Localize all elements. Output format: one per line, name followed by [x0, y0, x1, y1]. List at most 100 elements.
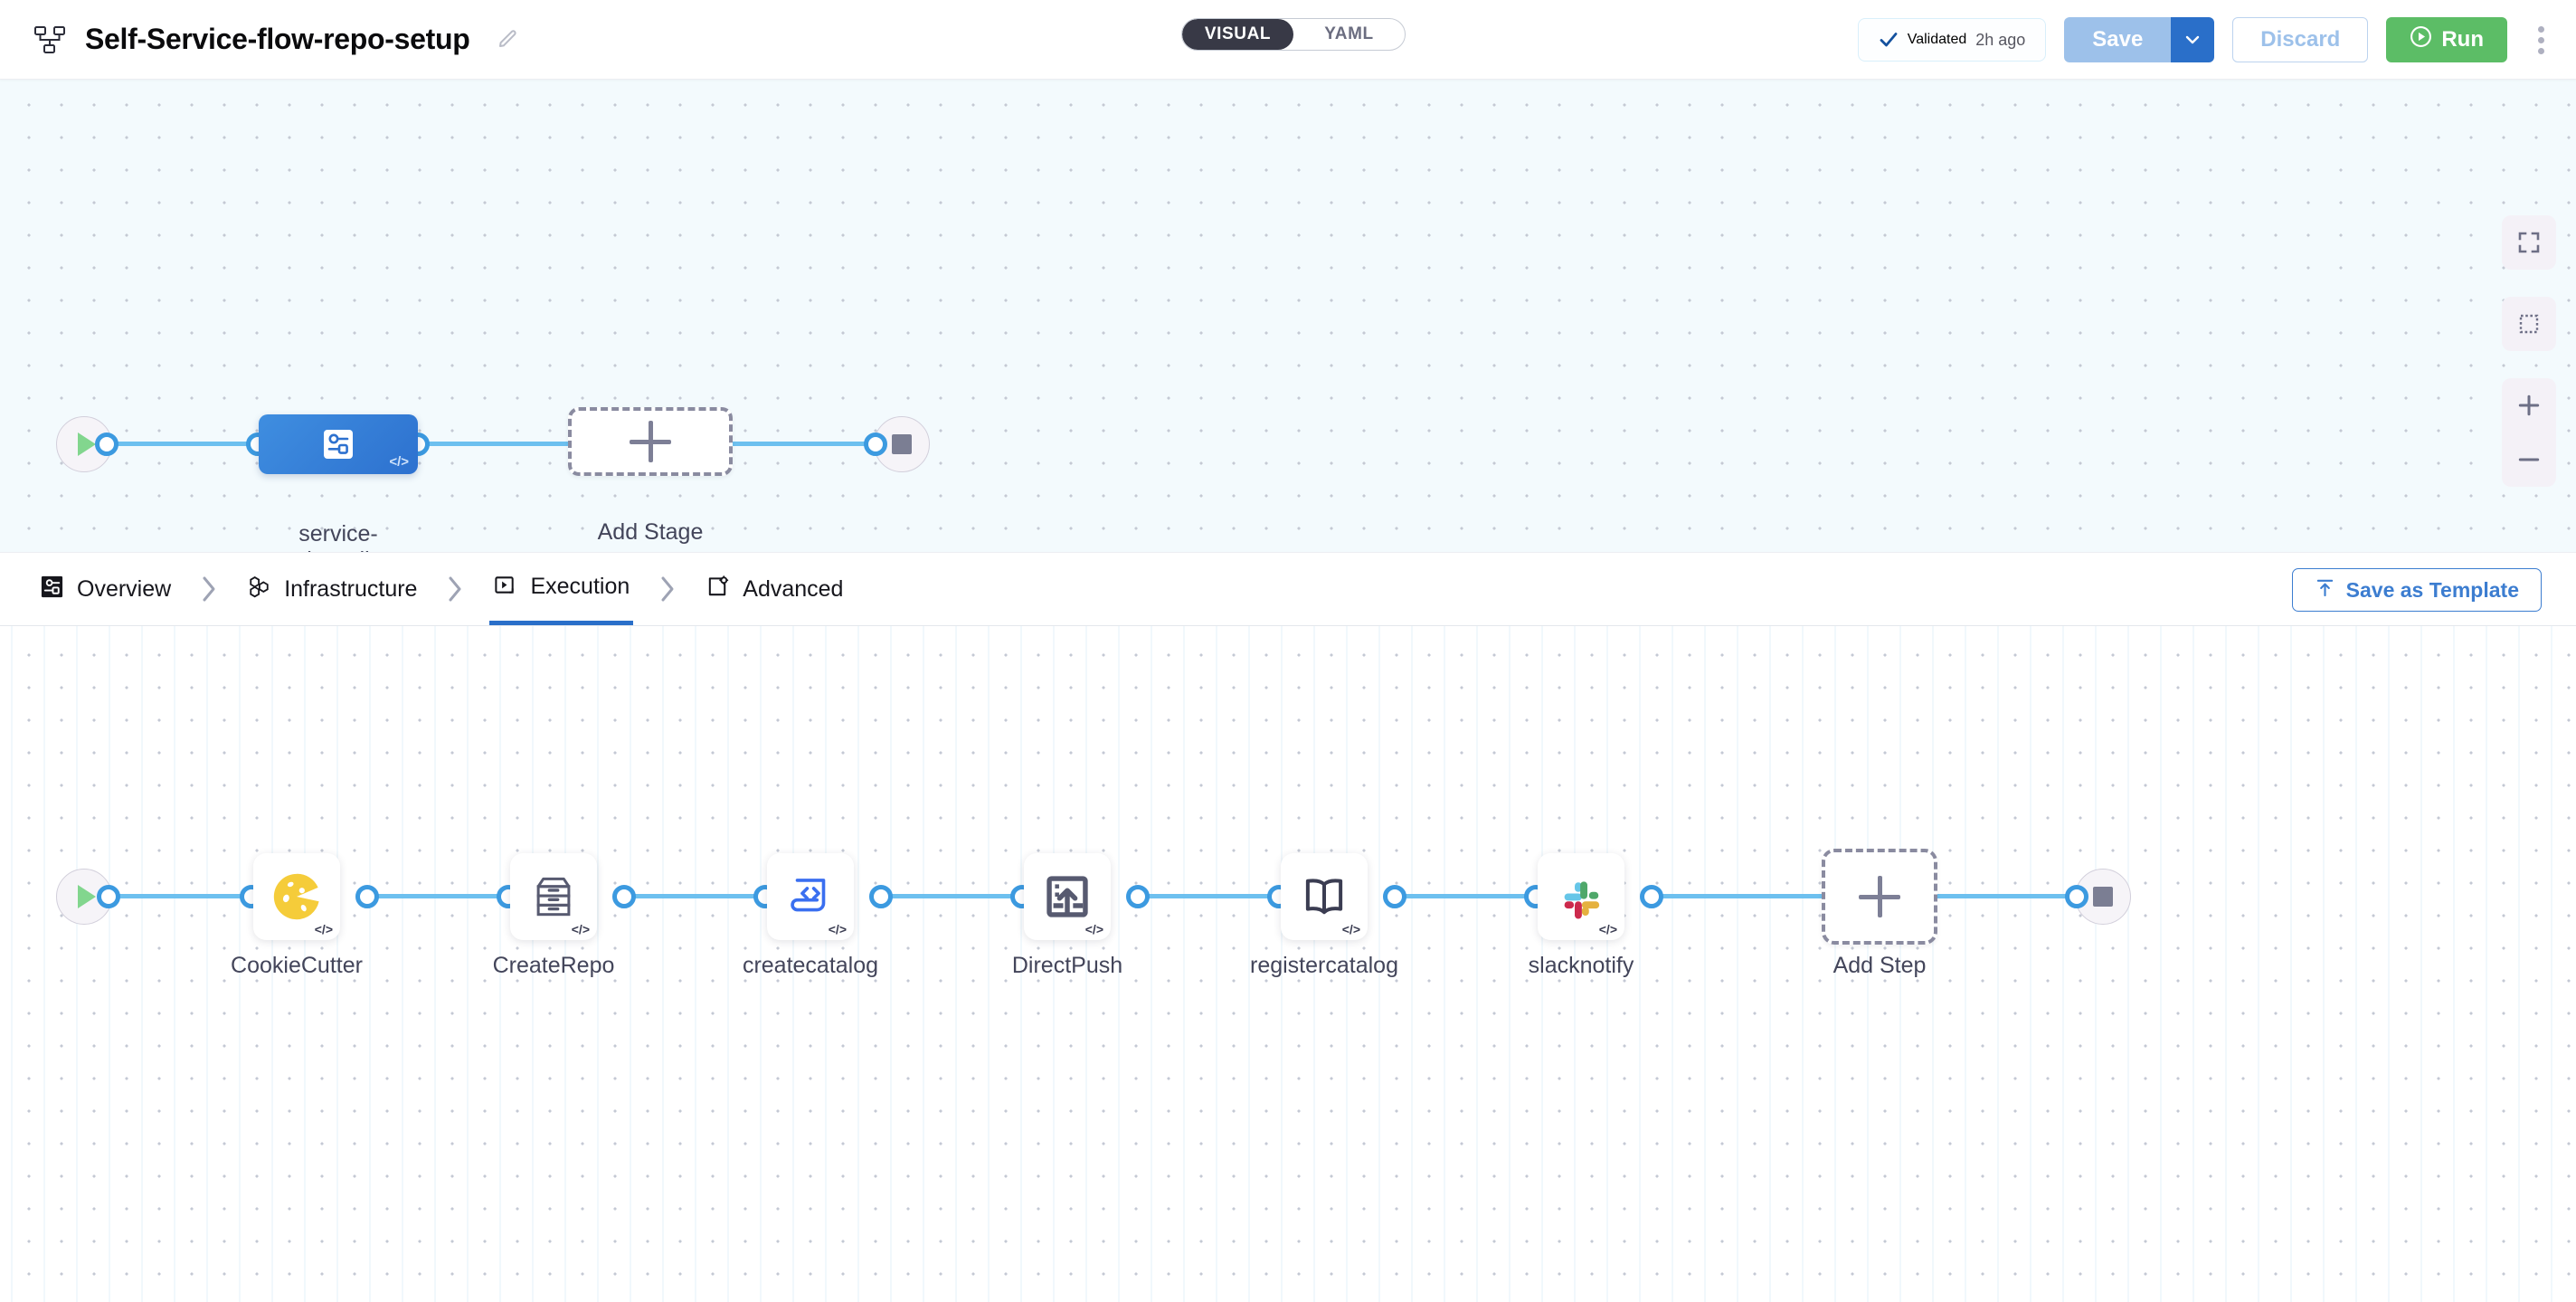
tab-infrastructure[interactable]: Infrastructure: [243, 553, 421, 625]
chevron-right-icon: [200, 574, 218, 604]
open-book-icon: [1305, 879, 1343, 915]
archive-drawers-icon: [536, 877, 571, 917]
run-label: Run: [2441, 27, 2484, 52]
step-code-badge: </>: [1084, 922, 1103, 936]
tab-infrastructure-label: Infrastructure: [284, 575, 418, 602]
save-as-template-button[interactable]: Save as Template: [2291, 568, 2542, 612]
tab-advanced-label: Advanced: [743, 575, 844, 602]
step-port-out-1[interactable]: [612, 885, 636, 908]
add-stage-button[interactable]: [568, 407, 733, 476]
step-port-out-2[interactable]: [869, 885, 893, 908]
tab-separator: [421, 574, 489, 604]
stop-icon: [2093, 887, 2113, 907]
play-circle-icon: [2410, 25, 2432, 54]
step-edge-5: [1395, 894, 1530, 898]
tab-execution-label: Execution: [530, 574, 630, 599]
toggle-yaml[interactable]: YAML: [1324, 24, 1374, 43]
play-icon: [78, 885, 96, 908]
execution-steps-canvas[interactable]: </> CookieCutter </> CreateRepo </> crea…: [0, 626, 2576, 1302]
step-edge-0: [109, 894, 246, 898]
step-port-out-3[interactable]: [1126, 885, 1150, 908]
step-port-out-0[interactable]: [355, 885, 379, 908]
stage-code-badge: </>: [389, 454, 409, 470]
stage-config-tabbar: Overview Infrastructure: [0, 552, 2576, 626]
tab-separator: [175, 574, 243, 604]
pipeline-hierarchy-icon: [34, 25, 65, 53]
check-icon: [1879, 30, 1899, 50]
chevron-down-icon[interactable]: [2171, 17, 2215, 62]
save-button[interactable]: Save: [2064, 17, 2172, 62]
step-node-slacknotify[interactable]: </>: [1538, 853, 1624, 940]
deployment-stage-icon: [324, 430, 353, 459]
chevron-right-icon: [658, 574, 677, 604]
step-label-createcatalog: createcatalog: [742, 953, 879, 978]
step-port-out-4[interactable]: [1383, 885, 1406, 908]
code-laptop-icon: [791, 879, 826, 912]
step-edge-3: [881, 894, 1017, 898]
upload-push-icon: [1046, 876, 1088, 917]
fit-screen-icon[interactable]: [2502, 215, 2556, 270]
stage-node-label: service- onboarding: [281, 521, 394, 552]
infrastructure-hex-icon: [247, 575, 271, 603]
step-node-createcatalog[interactable]: </>: [767, 853, 854, 940]
add-stage-label: Add Stage: [597, 519, 704, 545]
selection-box-icon[interactable]: [2502, 297, 2556, 351]
stage-canvas[interactable]: </> service- onboarding Add Stage: [0, 80, 2576, 552]
step-node-directpush[interactable]: </>: [1024, 853, 1111, 940]
overview-icon: [40, 575, 64, 603]
tab-overview[interactable]: Overview: [36, 553, 175, 625]
step-label-cookiecutter: CookieCutter: [231, 953, 363, 978]
step-node-registercatalog[interactable]: </>: [1281, 853, 1368, 940]
tab-overview-label: Overview: [77, 575, 172, 602]
step-edge-1: [367, 894, 503, 898]
step-end-port[interactable]: [2065, 885, 2088, 908]
tab-separator: [633, 574, 702, 604]
kebab-menu-icon[interactable]: [2525, 17, 2556, 62]
view-mode-toggle[interactable]: VISUAL YAML: [1181, 18, 1406, 51]
header-left: Self-Service-flow-repo-setup: [0, 23, 520, 56]
advanced-gear-icon: [706, 575, 730, 603]
step-edge-4: [1138, 894, 1274, 898]
execution-play-icon: [493, 573, 517, 602]
stage-edge-1: [107, 442, 262, 446]
step-code-badge: </>: [828, 922, 847, 936]
stage-start-port[interactable]: [95, 432, 118, 456]
slack-icon: [1564, 881, 1600, 919]
zoom-in-icon[interactable]: [2502, 378, 2556, 432]
save-as-template-label: Save as Template: [2345, 577, 2519, 602]
pencil-edit-icon[interactable]: [497, 28, 520, 52]
app-header: Self-Service-flow-repo-setup VISUAL YAML…: [0, 0, 2576, 80]
step-code-badge: </>: [1341, 922, 1360, 936]
step-code-badge: </>: [314, 922, 333, 936]
template-upload-icon: [2315, 577, 2335, 603]
zoom-out-icon[interactable]: [2502, 432, 2556, 487]
chevron-right-icon: [446, 574, 464, 604]
step-label-slacknotify: slacknotify: [1528, 953, 1634, 978]
tab-execution[interactable]: Execution: [489, 553, 634, 625]
step-edge-6: [1652, 894, 1823, 898]
tab-advanced[interactable]: Advanced: [702, 553, 847, 625]
add-step-button[interactable]: [1822, 849, 1937, 945]
toggle-visual[interactable]: VISUAL: [1182, 19, 1293, 50]
run-button[interactable]: Run: [2386, 17, 2507, 62]
status-badge-validated: Validated 2h ago: [1857, 18, 2047, 62]
tab-list: Overview Infrastructure: [0, 553, 847, 625]
stage-end-port[interactable]: [864, 432, 887, 456]
stage-node-service-onboarding[interactable]: </>: [259, 414, 418, 474]
step-label-directpush: DirectPush: [1011, 953, 1123, 978]
play-icon: [78, 432, 96, 456]
step-label-createrepo: CreateRepo: [492, 953, 615, 978]
step-code-badge: </>: [571, 922, 590, 936]
step-start-port[interactable]: [97, 885, 120, 908]
step-port-out-5[interactable]: [1640, 885, 1663, 908]
discard-button[interactable]: Discard: [2232, 17, 2369, 62]
step-node-cookiecutter[interactable]: </>: [253, 853, 340, 940]
step-end-node[interactable]: [2075, 869, 2131, 925]
step-code-badge: </>: [1598, 922, 1617, 936]
add-step-label: Add Step: [1833, 953, 1927, 978]
validated-label: Validated: [1907, 32, 1967, 47]
step-edge-2: [624, 894, 760, 898]
page-title: Self-Service-flow-repo-setup: [85, 23, 470, 55]
cookie-icon: [273, 873, 319, 920]
step-node-createrepo[interactable]: </>: [510, 853, 597, 940]
